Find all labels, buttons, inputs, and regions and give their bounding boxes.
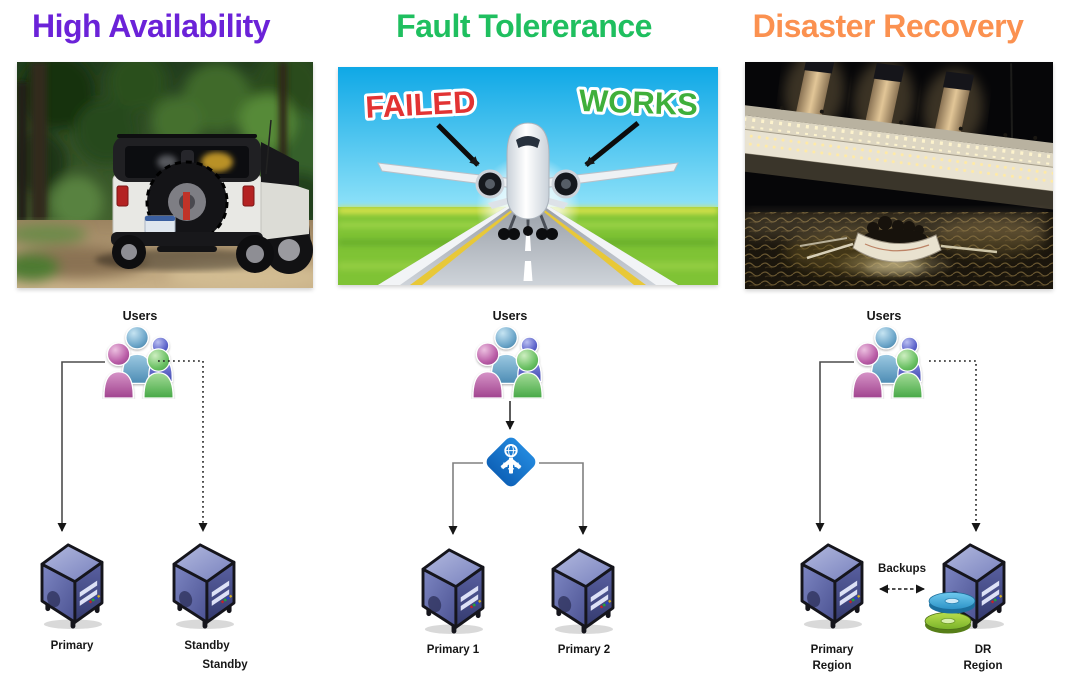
users-label: Users (123, 309, 158, 323)
users-icon (853, 326, 922, 398)
backups-label: Backups (878, 563, 926, 575)
title-disaster-recovery: Disaster Recovery (752, 8, 1024, 44)
primary2-label: Primary 2 (558, 644, 610, 656)
failed-arrow (436, 123, 480, 167)
titanic-ship (745, 62, 1053, 214)
users-label: Users (867, 309, 902, 323)
primary-server-icon (42, 545, 102, 629)
standby-label: Standby (184, 640, 230, 652)
backup-disks-icon (924, 592, 976, 634)
jeep-rear-in-forest-photo (17, 62, 313, 288)
lifeboat (799, 216, 998, 275)
lb-to-primary1-link (448, 462, 483, 535)
cockpit-windows (516, 136, 540, 148)
title-high-availability: High Availability (31, 8, 271, 44)
high-availability-diagram: Users Primary Standby Standby (0, 309, 248, 671)
dr-region-label-line1: DR (975, 644, 992, 656)
standby-link-dotted (158, 360, 208, 532)
primary1-server-icon (423, 550, 483, 634)
fault-tolerance-diagram: Users Primary 1 Primary 2 (360, 309, 670, 656)
primary-region-label-line1: Primary (811, 644, 854, 656)
failed-label: FAILED (364, 84, 476, 125)
primary2-server-icon (553, 550, 613, 634)
works-label: WORKS (578, 83, 698, 122)
load-balancer-icon (484, 435, 538, 489)
standby-label-repeat: Standby (202, 659, 248, 671)
funnels (795, 62, 975, 134)
primary-region-server-icon (802, 545, 862, 629)
primary-region-label-line2: Region (813, 660, 852, 672)
standby-server-icon (174, 545, 234, 629)
white-jeep (95, 119, 313, 274)
title-fault-tolerance: Fault Tolererance (396, 8, 652, 44)
disaster-recovery-diagram: Users Backups Primary Region DR Region (758, 309, 1068, 672)
primary-region-link-solid (815, 361, 854, 532)
dr-region-link-dotted (929, 360, 981, 532)
users-label: Users (493, 309, 528, 323)
works-arrow (584, 121, 640, 167)
airplane-takeoff-photo: FAILED WORKS (338, 67, 718, 285)
users-icon (473, 326, 542, 398)
tree-trunks (17, 62, 287, 232)
primary-link-solid (57, 361, 105, 532)
lb-to-primary2-link (539, 462, 588, 535)
users-icon (104, 326, 173, 398)
titanic-sinking-lifeboat-photo (745, 62, 1053, 289)
dr-region-label-line2: Region (964, 660, 1003, 672)
runway (378, 207, 678, 285)
primary-label: Primary (51, 640, 94, 652)
primary1-label: Primary 1 (427, 644, 480, 656)
airplane (377, 122, 679, 240)
